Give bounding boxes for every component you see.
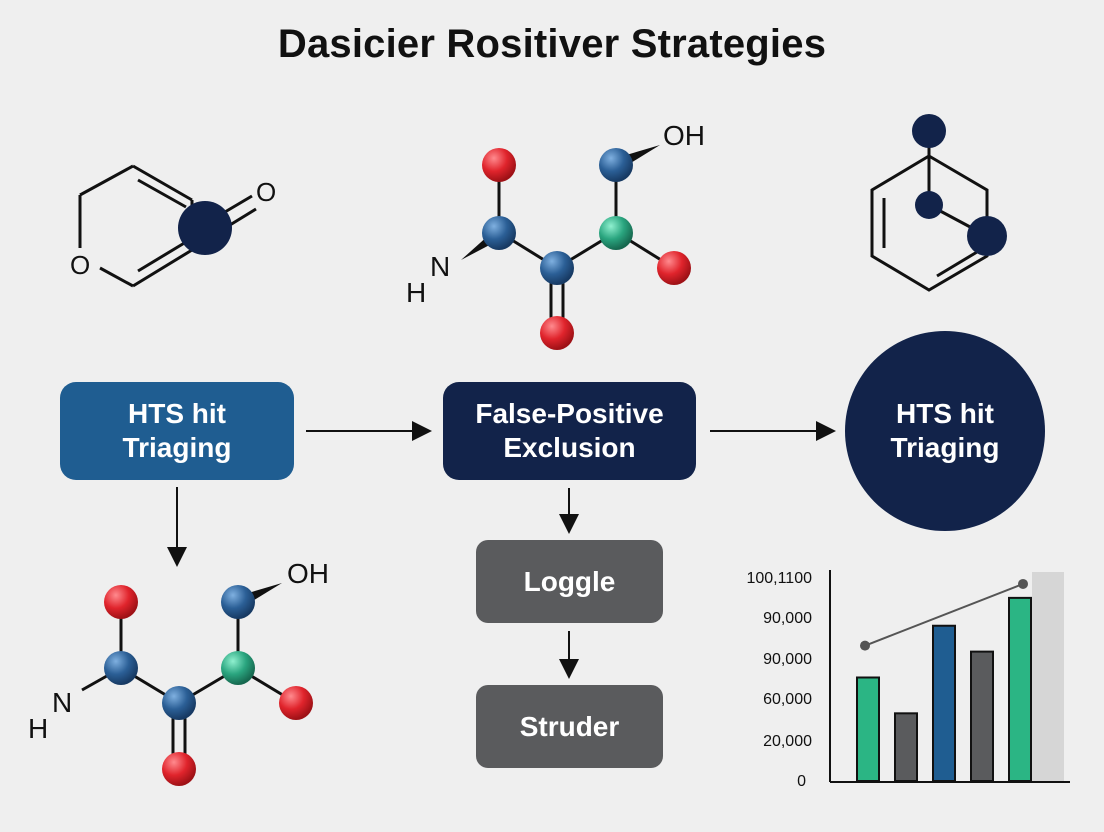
loggle-box: Loggle — [476, 540, 663, 623]
chart-trend-line — [864, 583, 1024, 647]
hts-hit-triaging-box: HTS hit Triaging — [60, 382, 294, 480]
flow-arrows — [167, 421, 836, 679]
chart-bar — [970, 650, 994, 782]
chart-bar — [856, 676, 880, 782]
y-tick-label: 60,000 — [763, 691, 812, 708]
amino-acid-structure-top — [461, 145, 691, 350]
navy-atom-top — [912, 114, 946, 148]
struder-label: Struder — [519, 710, 620, 742]
hts-hit-triaging-circle: HTS hit Triaging — [845, 331, 1045, 531]
false-positive-exclusion-label: False-Positive Exclusion — [475, 398, 664, 463]
y-tick-label: 90,000 — [763, 610, 812, 627]
ring-o-right-label: O — [256, 177, 276, 207]
navy-atom-center — [915, 191, 943, 219]
top-n-label: N — [430, 251, 450, 282]
struder-box: Struder — [476, 685, 663, 768]
chart-y-tick-labels: 100,1100 90,000 90,000 60,000 20,000 0 — [730, 560, 812, 800]
top-oh-label: OH — [663, 120, 705, 151]
chart-gray-panel — [1032, 572, 1064, 782]
page-title: Dasicier Rositiver Strategies — [277, 22, 827, 66]
bar-chart — [829, 570, 1070, 783]
y-tick-label: 20,000 — [763, 733, 812, 750]
chart-trend-point — [1018, 578, 1028, 589]
chart-trend-point — [860, 640, 870, 651]
amino-acid-structure-bottom — [81, 583, 313, 786]
hts-hit-triaging-circle-label: HTS hit Triaging — [890, 398, 1000, 463]
y-tick-label: 90,000 — [763, 651, 812, 668]
navy-atom — [178, 201, 232, 255]
chart-bar — [932, 624, 956, 782]
hts-hit-triaging-label: HTS hit Triaging — [122, 398, 232, 463]
ring-o-left-label: O — [70, 250, 90, 280]
false-positive-exclusion-box: False-Positive Exclusion — [443, 382, 696, 480]
bottom-n-label: N — [52, 687, 72, 718]
y-tick-label: 100,1100 — [746, 570, 812, 587]
bottom-oh-label: OH — [287, 558, 329, 589]
top-h-label: H — [406, 277, 426, 308]
navy-atom-right — [967, 216, 1007, 256]
loggle-label: Loggle — [523, 565, 616, 597]
chart-bar — [1008, 596, 1032, 783]
y-tick-label: 0 — [797, 773, 806, 790]
chart-bar — [894, 712, 918, 782]
bottom-h-label: H — [28, 713, 48, 744]
